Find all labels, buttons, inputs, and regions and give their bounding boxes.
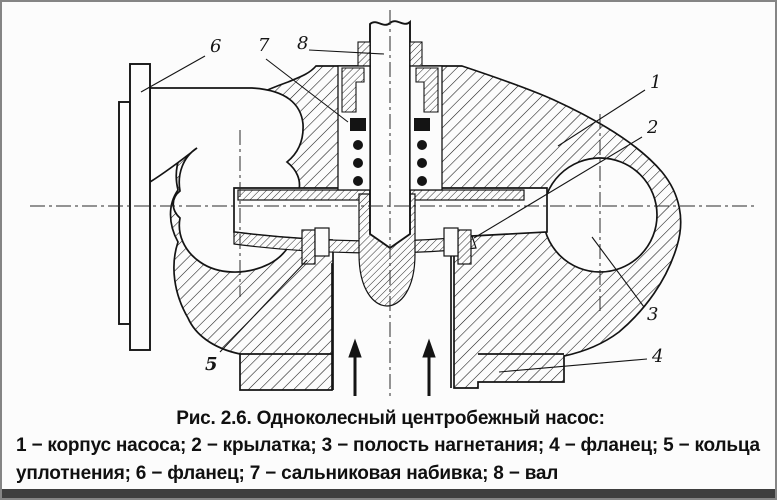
callout-4-label: 4	[651, 346, 663, 367]
figure-caption: Рис. 2.6. Одноколесный центробежный насо…	[2, 405, 775, 488]
flange-back-plate	[118, 101, 131, 325]
callout-2-label: 2	[646, 117, 658, 138]
leader-line-3	[591, 236, 645, 308]
callout-3-label: 3	[647, 304, 658, 325]
callout-leaders	[140, 49, 648, 373]
callout-7-label: 7	[258, 35, 270, 56]
callout-5-label: 5	[205, 354, 218, 375]
packing-rings-right	[414, 118, 430, 186]
centerlines	[30, 10, 754, 400]
callout-6-label: 6	[210, 36, 221, 57]
flow-arrows	[348, 338, 436, 396]
figure-caption-title: Рис. 2.6. Одноколесный центробежный насо…	[176, 408, 605, 429]
gland-follower-left	[341, 67, 365, 113]
flow-arrow-left-head	[348, 338, 362, 358]
suction-wall-edges	[332, 240, 452, 390]
callout-8-label: 8	[297, 33, 308, 54]
figure-legend-line-2: уплотнения; 6 − фланец; 7 − сальниковая …	[16, 463, 559, 484]
pump-cross-section-drawing: 1 2 3 4 5 6 7 8	[30, 10, 754, 400]
sealing-ring-right-inner	[443, 227, 459, 257]
leader-line-5	[219, 259, 308, 353]
flow-arrow-right-head	[422, 338, 436, 358]
window-bottom-edge	[2, 489, 775, 498]
sealing-ring-left	[301, 229, 316, 265]
sealing-ring-right	[457, 229, 472, 265]
flange-front-plate	[129, 63, 151, 351]
suction-flange	[118, 63, 151, 351]
packing-rings-left	[350, 118, 366, 186]
leader-line-4	[498, 358, 648, 373]
stuffing-box	[337, 41, 443, 191]
leader-line-6	[140, 55, 206, 93]
callout-1-label: 1	[650, 72, 661, 93]
leader-line-8	[308, 49, 385, 55]
sealing-rings	[301, 227, 472, 265]
gland-strip-right	[409, 41, 423, 67]
leader-line-2	[473, 136, 643, 239]
callout-labels: 1 2 3 4 5 6 7 8	[205, 33, 663, 375]
gland-follower-right	[415, 67, 439, 113]
leader-line-7	[265, 58, 349, 123]
figure-legend-line-1: 1 − корпус насоса; 2 − крылатка; 3 − пол…	[16, 435, 760, 456]
leader-line-1	[557, 89, 646, 147]
sealing-ring-left-inner	[314, 227, 330, 257]
gland-strip-left	[357, 41, 371, 67]
